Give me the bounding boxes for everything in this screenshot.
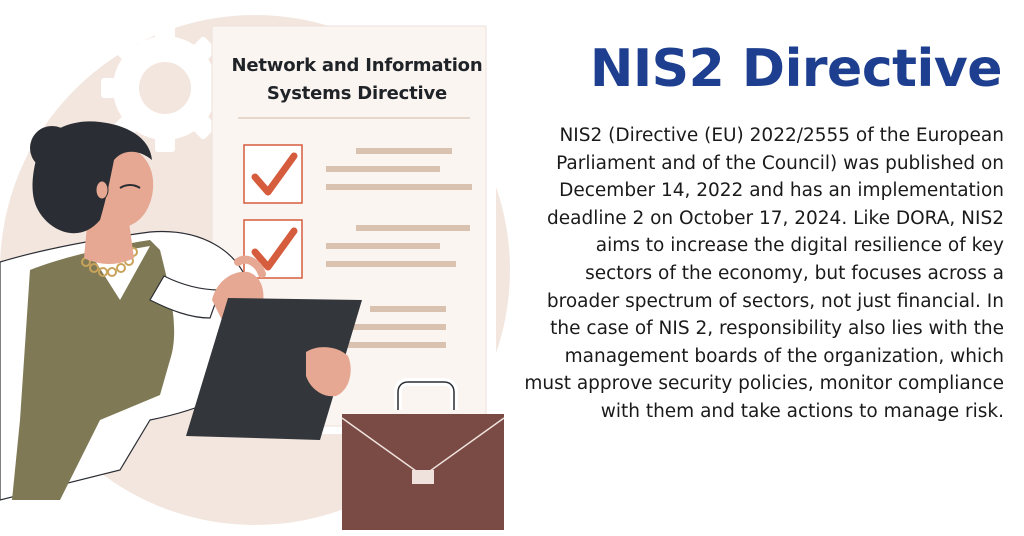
gear-icon xyxy=(101,24,229,152)
checkbox-1 xyxy=(243,144,303,204)
hair-bun xyxy=(30,126,74,170)
text-lines-3 xyxy=(346,306,446,348)
text-lines-2 xyxy=(326,225,470,267)
body-paragraph: NIS2 (Directive (EU) 2022/2555 of the Eu… xyxy=(524,125,1004,422)
document-title-line-2: Systems Directive xyxy=(266,83,448,104)
text-lines-1 xyxy=(326,148,472,190)
tablet xyxy=(186,298,362,440)
page-heading: NIS2 Directive xyxy=(589,39,1003,99)
illustration xyxy=(0,15,510,530)
checkmark-icon xyxy=(251,227,298,271)
document-title: Network and Information Systems Directiv… xyxy=(222,52,492,108)
woman-figure xyxy=(0,121,266,501)
checkmark-icon xyxy=(251,152,298,196)
checkbox-2 xyxy=(243,219,303,279)
document-title-line-1: Network and Information xyxy=(231,55,483,76)
briefcase-icon xyxy=(341,378,505,530)
